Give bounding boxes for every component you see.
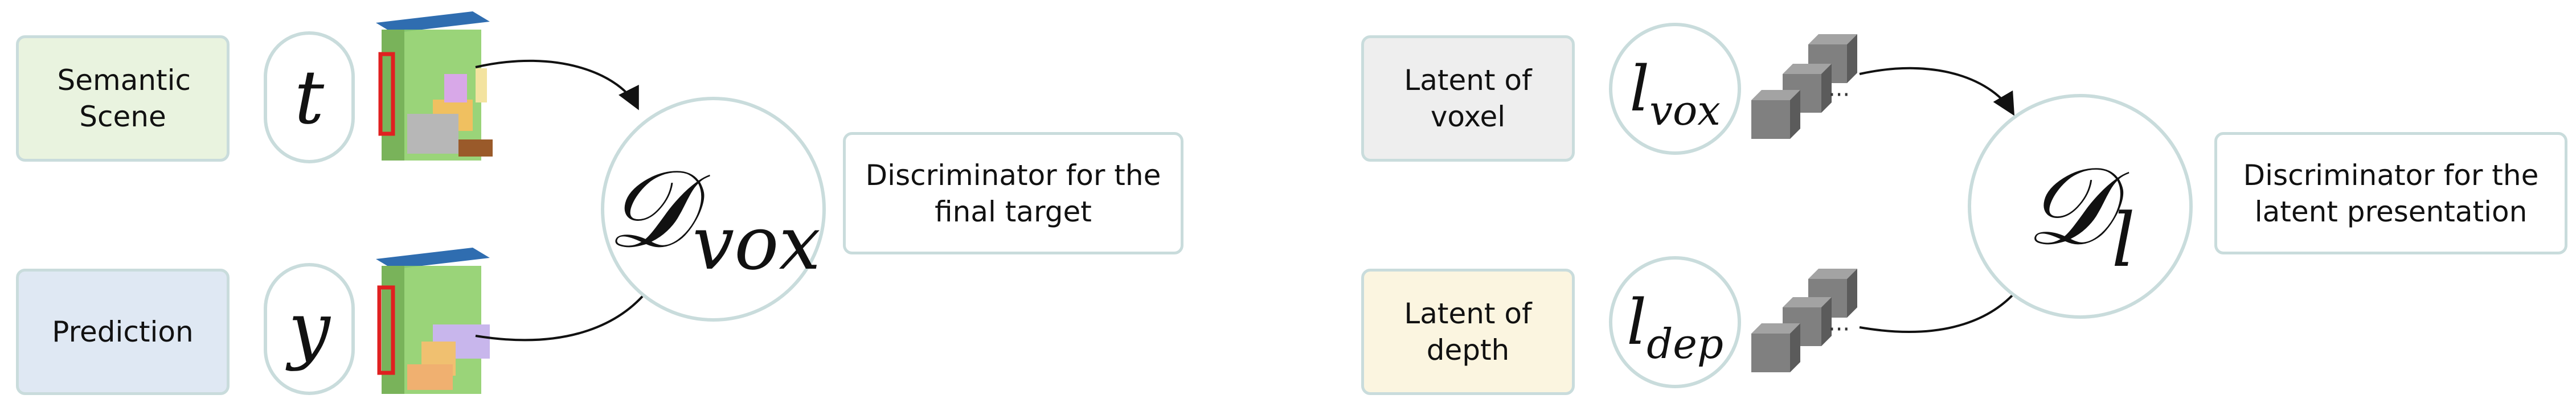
prediction-thumbnail-icon — [376, 248, 490, 394]
discriminator-vox-description: Discriminator for the final target — [865, 158, 1161, 228]
semantic-scene-box: Semantic Scene — [16, 35, 230, 162]
discriminator-l-description-box: Discriminator for the latent presentatio… — [2214, 132, 2567, 254]
prediction-label: Prediction — [52, 315, 194, 348]
prediction-box: Prediction — [16, 269, 230, 395]
discriminator-vox-description-box: Discriminator for the final target — [843, 132, 1183, 254]
semantic-scene-label: Semantic Scene — [57, 64, 191, 133]
symbol-y: y — [288, 286, 330, 372]
symbol-lvox-main: l — [1629, 52, 1650, 125]
arrow-lvox-to-dl — [1859, 67, 2015, 116]
symbol-y-circle: y — [264, 263, 355, 395]
discriminator-vox-circle: 𝒟vox — [601, 97, 826, 322]
symbol-t: t — [294, 54, 325, 141]
symbol-lvox-circle: lvox — [1609, 23, 1741, 155]
symbol-t-circle: t — [264, 31, 355, 163]
discriminator-l-sub: l — [2111, 196, 2136, 283]
discriminator-l-description: Discriminator for the latent presentatio… — [2243, 158, 2539, 228]
semantic-scene-thumbnail-icon — [376, 11, 493, 161]
discriminator-vox-sub: vox — [692, 199, 821, 286]
symbol-ldep-sub: dep — [1647, 320, 1723, 368]
discriminator-l-symbol: 𝒟l — [2025, 152, 2135, 277]
latent-depth-label: Latent of depth — [1404, 297, 1532, 367]
latent-voxel-label: Latent of voxel — [1404, 64, 1532, 133]
symbol-ldep: ldep — [1627, 291, 1723, 364]
arrow-t-to-dvox — [475, 59, 639, 110]
symbol-ldep-main: l — [1627, 286, 1647, 359]
svg-text:···: ··· — [1828, 82, 1850, 108]
svg-text:···: ··· — [1828, 316, 1850, 343]
discriminator-l-circle: 𝒟l — [1968, 94, 2193, 319]
latent-depth-box: Latent of depth — [1361, 269, 1575, 395]
symbol-ldep-circle: ldep — [1609, 256, 1741, 388]
latent-voxel-box: Latent of voxel — [1361, 35, 1575, 162]
symbol-lvox-sub: vox — [1649, 87, 1721, 135]
discriminator-vox-symbol: 𝒟vox — [606, 155, 821, 280]
latent-depth-cubes-icon: ··· — [1751, 269, 1857, 372]
discriminator-vox-main: 𝒟 — [606, 146, 693, 272]
symbol-lvox: lvox — [1629, 57, 1721, 131]
discriminator-l-main: 𝒟 — [2025, 143, 2112, 269]
latent-voxel-cubes-icon: ··· — [1751, 34, 1857, 139]
